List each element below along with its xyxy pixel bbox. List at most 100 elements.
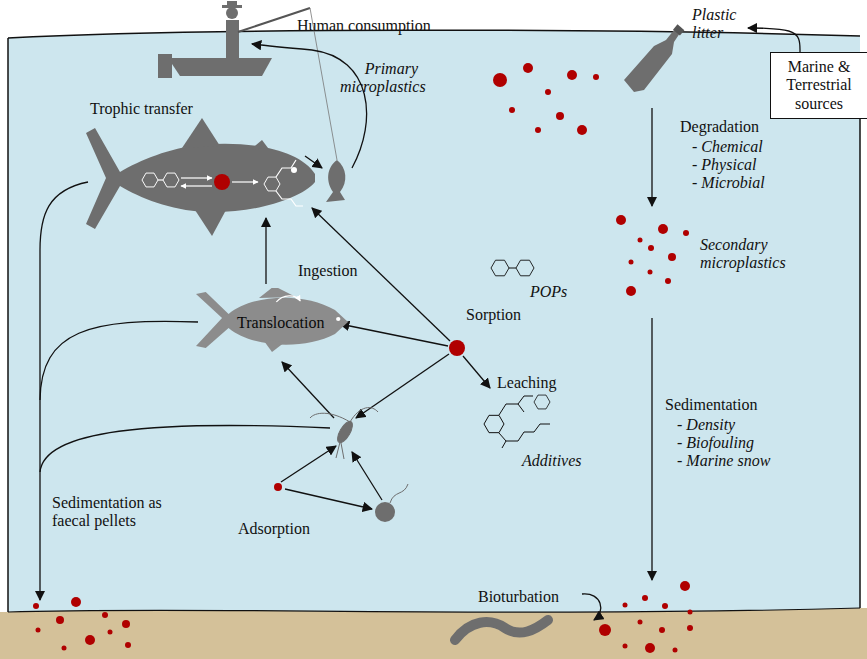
illustration-part: [567, 70, 577, 80]
illustration-part: [668, 253, 676, 261]
list-item: - Marine snow: [677, 452, 770, 470]
additive-molecule: [484, 395, 550, 448]
illustration-part: [509, 107, 515, 113]
illustration-part: [484, 415, 504, 432]
illustration-part: [648, 245, 654, 251]
illustration-part: [493, 73, 507, 87]
illustration-part: [336, 442, 340, 458]
node-text: Plastic litter: [692, 6, 742, 43]
primary-microplastics: [493, 63, 599, 135]
illustration-part: [226, 20, 239, 58]
fish-body: [196, 292, 348, 348]
illustration-part: [250, 140, 268, 150]
tuna: [86, 118, 315, 236]
illustration-part: [545, 89, 551, 95]
microplastic-particle: [274, 483, 282, 491]
illustration-part: [40, 321, 198, 400]
illustration-part: [662, 603, 668, 609]
list-item: - Physical: [692, 156, 756, 174]
illustration-part: [688, 610, 693, 615]
process-label: Trophic transfer: [90, 100, 193, 118]
food-web-arrows: [40, 108, 652, 600]
process-label: Sedimentation: [665, 396, 757, 414]
illustration-part: [523, 63, 533, 73]
illustration-part: [56, 616, 64, 624]
illustration-part: [375, 502, 395, 522]
illustration-part: [534, 395, 550, 409]
phytoplankton: [375, 484, 408, 522]
illustration-part: [310, 413, 350, 422]
process-label: Leaching: [497, 374, 557, 392]
illustration-part: [599, 624, 611, 636]
illustration-part: [623, 603, 628, 608]
illustration-part: [665, 278, 671, 284]
process-label: Sorption: [466, 306, 521, 324]
illustration-part: [281, 446, 336, 482]
illustration-part: [356, 354, 449, 418]
connector-arrow: [748, 28, 800, 52]
list-item: - Chemical: [692, 138, 763, 156]
water: [8, 30, 860, 612]
secondary-microplastics: [616, 215, 689, 296]
illustration-part: [276, 160, 296, 177]
illustration-part: [142, 173, 158, 187]
boat: [158, 1, 272, 78]
annotation: Primary microplastics: [340, 60, 418, 97]
node-text: Translocation: [237, 314, 324, 332]
plastic-litter-bottle: Plastic litter: [618, 0, 748, 102]
water-border: [859, 118, 861, 612]
microplastic-particle: [214, 174, 230, 190]
illustration-part: [638, 620, 643, 625]
illustration-part: [282, 362, 334, 418]
translocation-arrow: [276, 296, 300, 302]
illustration-part: [518, 404, 524, 412]
illustration-part: [163, 173, 179, 187]
sediment: [0, 608, 867, 659]
illustration-part: [181, 177, 212, 178]
illustration-part: [195, 210, 226, 236]
illustration-part: [673, 648, 678, 653]
illustration-part: [577, 125, 587, 135]
copepod: [310, 408, 378, 459]
illustration-part: [350, 408, 378, 422]
illustration-part: [352, 452, 382, 500]
list-item: - Density: [677, 416, 735, 434]
illustration-part: [518, 424, 550, 441]
illustration-part: [102, 612, 108, 618]
illustration-part: [535, 127, 541, 133]
illustration-part: [168, 58, 272, 76]
illustration-part: [108, 630, 113, 635]
illustration-part: [556, 112, 564, 120]
illustration-part: [158, 54, 172, 78]
bioturbation-arrow: [582, 594, 601, 620]
illustration-part: [491, 260, 509, 276]
illustration-part: [524, 396, 533, 397]
illustration-part: [341, 443, 344, 459]
illustration-part: [71, 597, 81, 607]
illustration-part: [499, 396, 524, 415]
illustration-part: [499, 433, 518, 441]
illustration-part: [36, 628, 41, 633]
process-label: Adsorption: [238, 520, 310, 538]
tuna-eye: [291, 167, 297, 173]
illustration-part: [62, 646, 67, 651]
annotation: Secondary microplastics: [700, 236, 795, 273]
illustration-part: [680, 581, 690, 591]
illustration-part: [40, 425, 330, 472]
source-box: Marine & Terrestrial sources: [770, 52, 867, 119]
tuna-molecules: [142, 160, 303, 206]
illustration-part: [85, 635, 95, 645]
caught-fish: [326, 160, 345, 202]
illustration-part: [651, 318, 652, 580]
illustration-part: [340, 324, 448, 346]
illustration-part: [629, 260, 634, 265]
fish-fin: [263, 340, 285, 352]
illustration-part: [651, 108, 652, 206]
illustration-part: [232, 181, 258, 182]
illustration-part: [659, 627, 665, 633]
process-label: Bioturbation: [478, 588, 559, 606]
annotation: POPs: [530, 283, 567, 301]
microplastic-particle: [449, 340, 465, 356]
